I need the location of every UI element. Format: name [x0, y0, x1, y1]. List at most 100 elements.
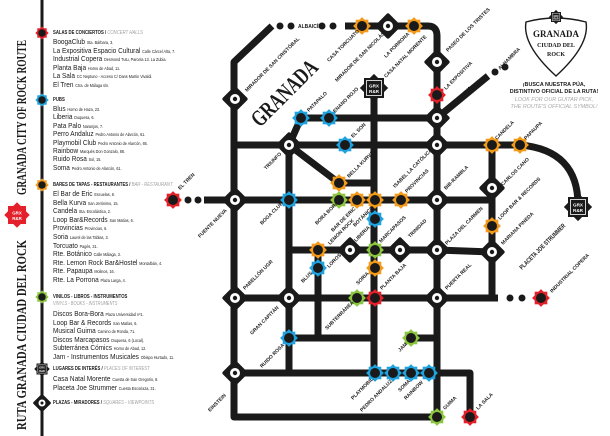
legend-item-address: Horno de Abad, 12.: [113, 346, 147, 352]
legend-category-concert: SALAS DE CONCIERTOS / CONCERT HALLS: [53, 30, 143, 36]
marker-la-expositiva[interactable]: [428, 86, 446, 104]
legend-item-address: Montalbán, 4.: [139, 260, 163, 266]
legend-item-name: Loop Bar&Records: [53, 214, 108, 224]
square-trinidad[interactable]: [386, 236, 414, 264]
map-label: BIB-RAMBLA: [443, 164, 470, 191]
map-label: TRIUNFO: [263, 151, 283, 171]
svg-text:CIUDAD DEL: CIUDAD DEL: [537, 43, 575, 49]
legend-item-address: Sta. Escolástica, 2.: [78, 209, 111, 215]
legend-item-name: Industrial Copera: [53, 54, 103, 64]
marker-perro-andaluz[interactable]: [384, 364, 402, 382]
marker-el-son[interactable]: [336, 136, 354, 154]
legend-item-address: Horno de Haza, 23.: [67, 107, 101, 112]
legend-item-name: Planta Baja: [53, 62, 87, 72]
map-label: JAM: [397, 342, 409, 354]
legend-item-address: San Matías, 6.: [109, 217, 134, 223]
legend-item-name: BoogaClub: [53, 37, 86, 46]
marker-planta-baja[interactable]: [366, 289, 384, 307]
legend-item-name: Casa Natal Morente: [53, 374, 111, 383]
map-label: SUBTERRÁNEA: [323, 299, 355, 331]
map-label: ENANO ROJO: [332, 86, 360, 114]
svg-text:R&R: R&R: [12, 216, 22, 221]
legend-item-name: Rainbow: [53, 146, 79, 155]
legend-item-name: Ruido Rosa: [53, 154, 87, 164]
map-label: INDUSTRIAL COPERA: [549, 252, 591, 294]
square-paseo-de-los-tristes[interactable]: [423, 48, 451, 76]
legend-item-address: Horno de Abad, 11.: [87, 65, 121, 71]
legend-item-name: Loop Bar & Records: [53, 317, 112, 327]
legend-item-address: Plaza Larga, 4.: [100, 278, 126, 283]
pick-caption: ¡BUSCA NUESTRA PÚA, DISTINTIVO OFICIAL D…: [498, 82, 610, 111]
marker-soma[interactable]: [402, 364, 420, 382]
legend-item-address: San Jerónimo, 15.: [87, 200, 119, 206]
legend-item-address: Laurel de las Tablas, 3.: [69, 235, 109, 240]
marker-rainbow[interactable]: [420, 364, 438, 382]
legend-item-address: Duquesa, 6 (Local).: [111, 337, 145, 343]
map-label: BOGA CLUB: [259, 201, 285, 227]
legend-item-address: Duquesa, 6.: [74, 115, 95, 121]
legend-item-name: Provincias: [53, 223, 83, 233]
pick-caption-en2: THE ROUTE'S OFFICIAL SYMBOL!: [510, 103, 598, 110]
square-einstein[interactable]: [221, 359, 249, 387]
marker-guima[interactable]: [428, 408, 446, 426]
square-gran-capitan[interactable]: [275, 284, 303, 312]
map-label: PUERTA REAL: [444, 262, 473, 291]
legend-category-vinyl: VINILOS - LIBROS - INSTRUMENTOS: [53, 294, 128, 300]
map-label: PASEO DE LOS TRISTES: [445, 7, 492, 54]
map-label: EINSTEIN: [207, 393, 228, 414]
legend-item-address: Calle Málaga, 3.: [93, 252, 121, 258]
legend-item-address: Marqués Don Gonzalo, 88.: [79, 149, 126, 154]
legend-item-address: Sol, 15.: [88, 157, 102, 163]
legend-item-name: Perro Andaluz: [53, 129, 94, 139]
legend-category-pubs: PUBS: [53, 97, 65, 103]
legend-category-squares: PLAZAS - MIRADORES / SQUARES - VIEWPOINT…: [53, 400, 155, 406]
legend-category-tapas: BARES DE TAPAS - RESTAURANTES / BAR - RE…: [53, 182, 173, 188]
marker-la-porrona[interactable]: [405, 17, 423, 35]
map-label: EL SON: [350, 122, 368, 140]
legend-item-name: Torcuato: [53, 240, 78, 250]
marker-bar-de-eric[interactable]: [348, 191, 366, 209]
map-label: LA SALA: [475, 392, 495, 412]
legend-item-address: Escuelas, 8.: [94, 192, 115, 197]
marker-la-sala[interactable]: [461, 408, 479, 426]
svg-text:GRANADA: GRANADA: [533, 29, 579, 39]
interest-placeta-joe-strummer[interactable]: [563, 192, 593, 222]
legend-item-address: Cuesta de San Gregorio, 8.: [112, 377, 159, 382]
svg-text:GRX: GRX: [12, 211, 22, 216]
map-label: PAPAUPA: [523, 120, 544, 141]
marker-torcuato[interactable]: [309, 241, 327, 259]
map-label: CANDELA: [494, 120, 516, 142]
legend-item-address: Pedro Antonio de Alarcón, 65.: [97, 140, 148, 146]
marker-bella-kurva[interactable]: [330, 174, 348, 192]
legend-item-address: Cuesta Escoriaza, 31.: [118, 385, 156, 391]
map-label: PLAZA DEL CARMEN: [444, 206, 485, 247]
interest-casa-natal-morente[interactable]: [359, 73, 389, 103]
map-label: PLANTA BAJA: [379, 262, 408, 291]
legend-item-address: San Matías, 6.: [113, 320, 138, 326]
map-label: TRINIDAD: [407, 218, 428, 239]
legend-item-address: Provincias, 6.: [84, 226, 108, 232]
legend-item-address: Sta. Bárbara, 3.: [86, 40, 114, 45]
map-label: PATAPALO: [306, 91, 329, 114]
marker-loop-bar[interactable]: [483, 217, 501, 235]
svg-text:ROCK: ROCK: [547, 52, 565, 58]
marker-patapalo[interactable]: [292, 109, 310, 127]
pick-caption-es2: DISTINTIVO OFICIAL DE LA RUTA!: [509, 89, 599, 96]
marker-industrial-copera[interactable]: [532, 289, 550, 307]
